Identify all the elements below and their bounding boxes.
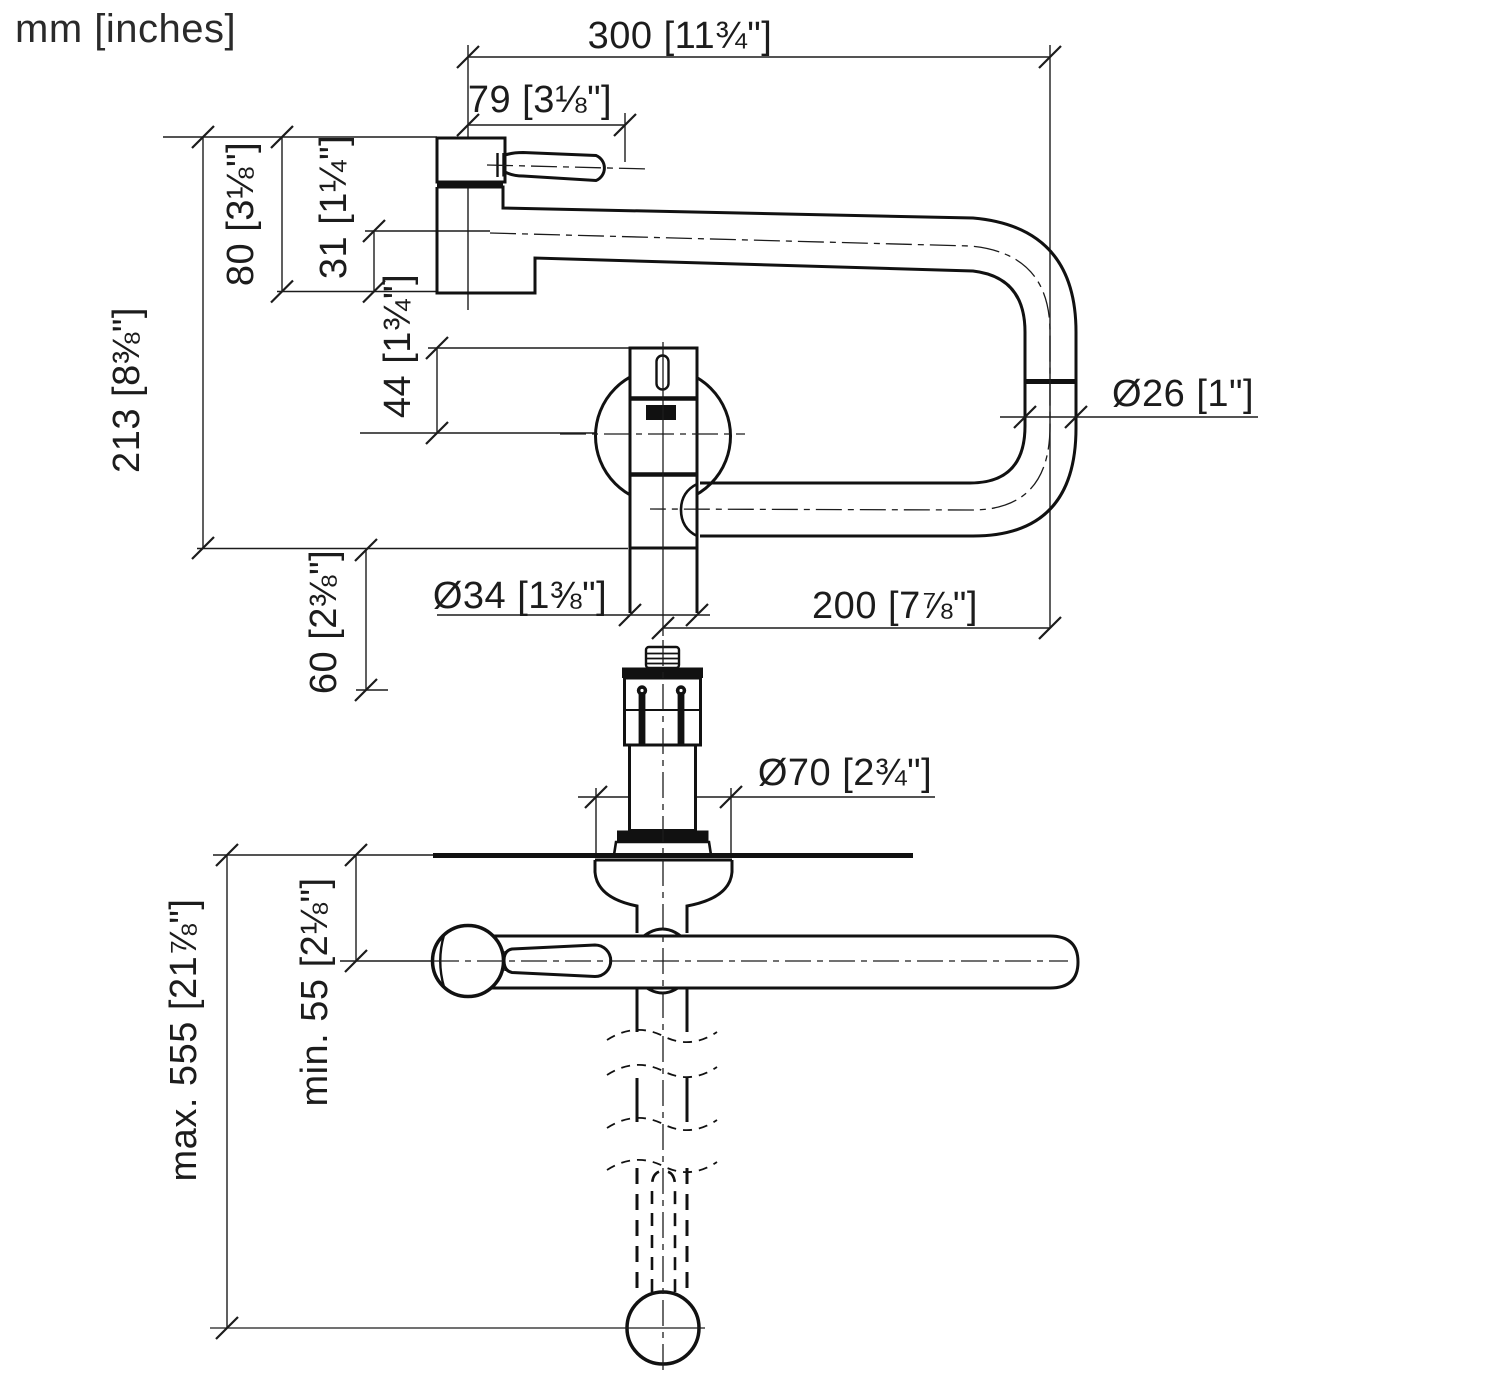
brand-logo-plate (646, 405, 676, 420)
dimension-ticks (191, 45, 1088, 1340)
dim-lever-length: 79 [3⅛"] (468, 79, 612, 121)
dim-overall-height: 213 [8⅜"] (106, 307, 148, 473)
pin-center-right (679, 688, 683, 693)
pipe-body-fillet (679, 482, 698, 538)
units-note: mm [inches] (15, 7, 236, 51)
tube-lower-phantom (635, 1168, 689, 1292)
dim-outlet-length: 60 [2⅜"] (303, 550, 345, 694)
handle-cap (435, 136, 507, 184)
spout-tube-plan (470, 934, 1080, 990)
neck-below-tube (635, 988, 689, 1032)
outlet-tube (628, 548, 699, 613)
dim-body-top-to-center: 44 [1¾"] (377, 274, 419, 418)
dim-handle-height: 80 [3⅛"] (220, 142, 262, 286)
break-line-3 (606, 1117, 718, 1131)
break-line-2 (606, 1064, 718, 1078)
dim-pipe-diameter: Ø26 [1"] (1112, 373, 1254, 415)
centerlines (433, 164, 1068, 1372)
spout-outer-contour (437, 185, 1078, 538)
spout-inner-contour (435, 187, 1027, 485)
dim-min-clearance: min. 55 [2⅛"] (294, 877, 336, 1106)
side-elevation-view (435, 136, 1078, 613)
dim-max-depth: max. 555 [21⅞"] (163, 899, 205, 1182)
dim-overall-width: 300 [11¾"] (588, 15, 773, 57)
dim-outlet-diameter: Ø34 [1⅜"] (433, 575, 607, 617)
tube-middle-segment (635, 1078, 689, 1122)
inner-u-phantom (650, 1169, 677, 1292)
dim-spout-drop: 31 [1¼"] (313, 135, 355, 279)
pin-center-left (640, 688, 644, 693)
plan-view (430, 645, 1080, 1366)
break-line-4 (606, 1159, 718, 1173)
break-line-1 (606, 1029, 718, 1043)
dim-center-to-outlet: 200 [7⅞"] (812, 585, 978, 627)
cartridge-wire-left (638, 694, 646, 745)
dim-flange-diameter: Ø70 [2¾"] (758, 752, 932, 794)
cartridge-wire-right (677, 694, 685, 745)
